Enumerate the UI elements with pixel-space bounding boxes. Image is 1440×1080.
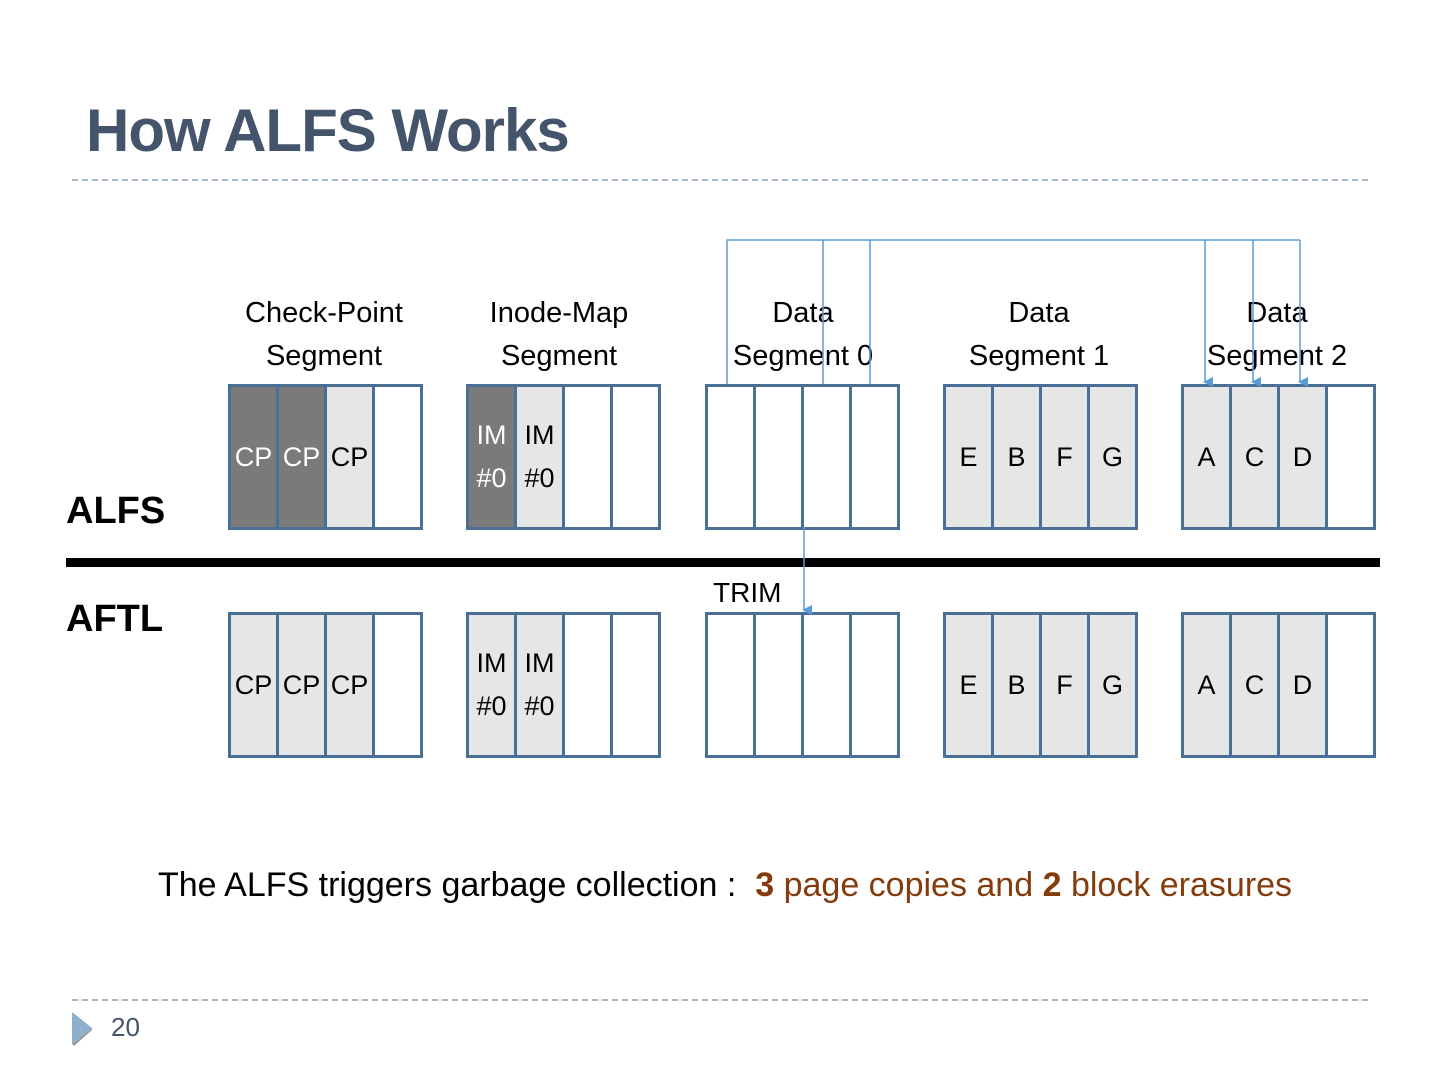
page-cell: CP: [324, 612, 375, 758]
page-label: C: [1244, 669, 1265, 700]
page-cell: [849, 384, 900, 530]
page-label: CP: [330, 441, 369, 472]
page-cell: C: [1229, 612, 1280, 758]
footer-divider: [72, 999, 1368, 1001]
row-label-aftl: AFTL: [66, 598, 164, 640]
alfs-segment-inode-map: IM#0 IM#0: [466, 384, 661, 530]
page-label: G: [1101, 441, 1123, 472]
trim-label: TRIM: [713, 577, 782, 608]
layer-divider: [66, 558, 1380, 567]
segment-title-line: Data: [1246, 297, 1308, 329]
page-cell: IM#0: [466, 384, 517, 530]
page-cell: [562, 384, 613, 530]
alfs-segment-data-0: [705, 384, 900, 530]
page-cell: D: [1277, 612, 1328, 758]
page-cell: [705, 384, 756, 530]
page-label: B: [1007, 669, 1026, 700]
block-erasure-count: 2: [1042, 866, 1062, 904]
page-number: 20: [111, 1012, 140, 1042]
slide-title: How ALFS Works: [86, 97, 570, 164]
page-cell: [849, 612, 900, 758]
page-cell: D: [1277, 384, 1328, 530]
page-label: E: [959, 441, 978, 472]
page-cell: A: [1181, 384, 1232, 530]
page-label: IM#0: [476, 648, 507, 721]
page-cell: [801, 612, 852, 758]
page-cell: CP: [324, 384, 375, 530]
page-label: IM#0: [524, 420, 555, 493]
page-label: F: [1056, 441, 1073, 472]
page-label: IM#0: [524, 648, 555, 721]
page-cell: B: [991, 384, 1042, 530]
page-cell: [610, 612, 661, 758]
caption: The ALFS triggers garbage collection : 3…: [158, 866, 1292, 905]
page-cell: [1325, 384, 1376, 530]
page-copy-count: 3: [755, 866, 775, 904]
page-cell: IM#0: [514, 384, 565, 530]
page-label: F: [1056, 669, 1073, 700]
page-label: C: [1244, 441, 1265, 472]
page-cell: F: [1039, 612, 1090, 758]
aftl-segment-checkpoint: CP CP CP: [228, 612, 423, 758]
page-label: D: [1292, 669, 1313, 700]
alfs-segment-checkpoint: CP CP CP: [228, 384, 423, 530]
segment-title-line: Data: [1008, 297, 1070, 329]
page-cell: [1325, 612, 1376, 758]
aftl-segment-data-0: [705, 612, 900, 758]
page-cell: IM#0: [514, 612, 565, 758]
page-label: CP: [234, 441, 273, 472]
page-label: B: [1007, 441, 1026, 472]
page-label: IM#0: [476, 420, 507, 493]
caption-prefix: The ALFS triggers garbage collection :: [158, 866, 756, 904]
segment-title-data-1: Data Segment 1: [939, 292, 1139, 378]
page-cell: G: [1087, 612, 1138, 758]
row-label-alfs: ALFS: [66, 490, 166, 532]
segment-title-line: Segment 1: [968, 340, 1110, 372]
page-cell: [372, 384, 423, 530]
segment-title-line: Segment 0: [732, 340, 874, 372]
segment-title-line: Check-Point: [245, 297, 403, 329]
segment-title-checkpoint: Check-Point Segment: [224, 292, 424, 378]
page-label: CP: [282, 669, 321, 700]
page-cell: [610, 384, 661, 530]
page-cell: B: [991, 612, 1042, 758]
page-label: G: [1101, 669, 1123, 700]
page-cell: [372, 612, 423, 758]
segment-title-line: Inode-Map: [489, 297, 629, 329]
segment-title-line: Segment: [265, 340, 383, 372]
page-cell: IM#0: [466, 612, 517, 758]
page-label: A: [1197, 441, 1216, 472]
page-label: CP: [282, 441, 321, 472]
page-cell: [753, 612, 804, 758]
segment-title-line: Segment 2: [1206, 340, 1348, 372]
slide-bullet-icon: [72, 1012, 92, 1046]
segment-title-line: Segment: [500, 340, 618, 372]
page-cell: A: [1181, 612, 1232, 758]
page-label: D: [1292, 441, 1313, 472]
title-divider: [72, 179, 1368, 181]
page-label: CP: [234, 669, 273, 700]
connector-top-bus: [726, 239, 1300, 384]
segment-title-inode-map: Inode-Map Segment: [459, 292, 659, 378]
page-label: A: [1197, 669, 1216, 700]
segment-title-data-2: Data Segment 2: [1177, 292, 1377, 378]
page-cell: CP: [276, 612, 327, 758]
page-label: E: [959, 669, 978, 700]
caption-text-1: page copies and: [774, 866, 1043, 904]
aftl-segment-inode-map: IM#0 IM#0: [466, 612, 661, 758]
page-label: CP: [330, 669, 369, 700]
page-cell: G: [1087, 384, 1138, 530]
caption-text-2: block erasures: [1061, 866, 1293, 904]
